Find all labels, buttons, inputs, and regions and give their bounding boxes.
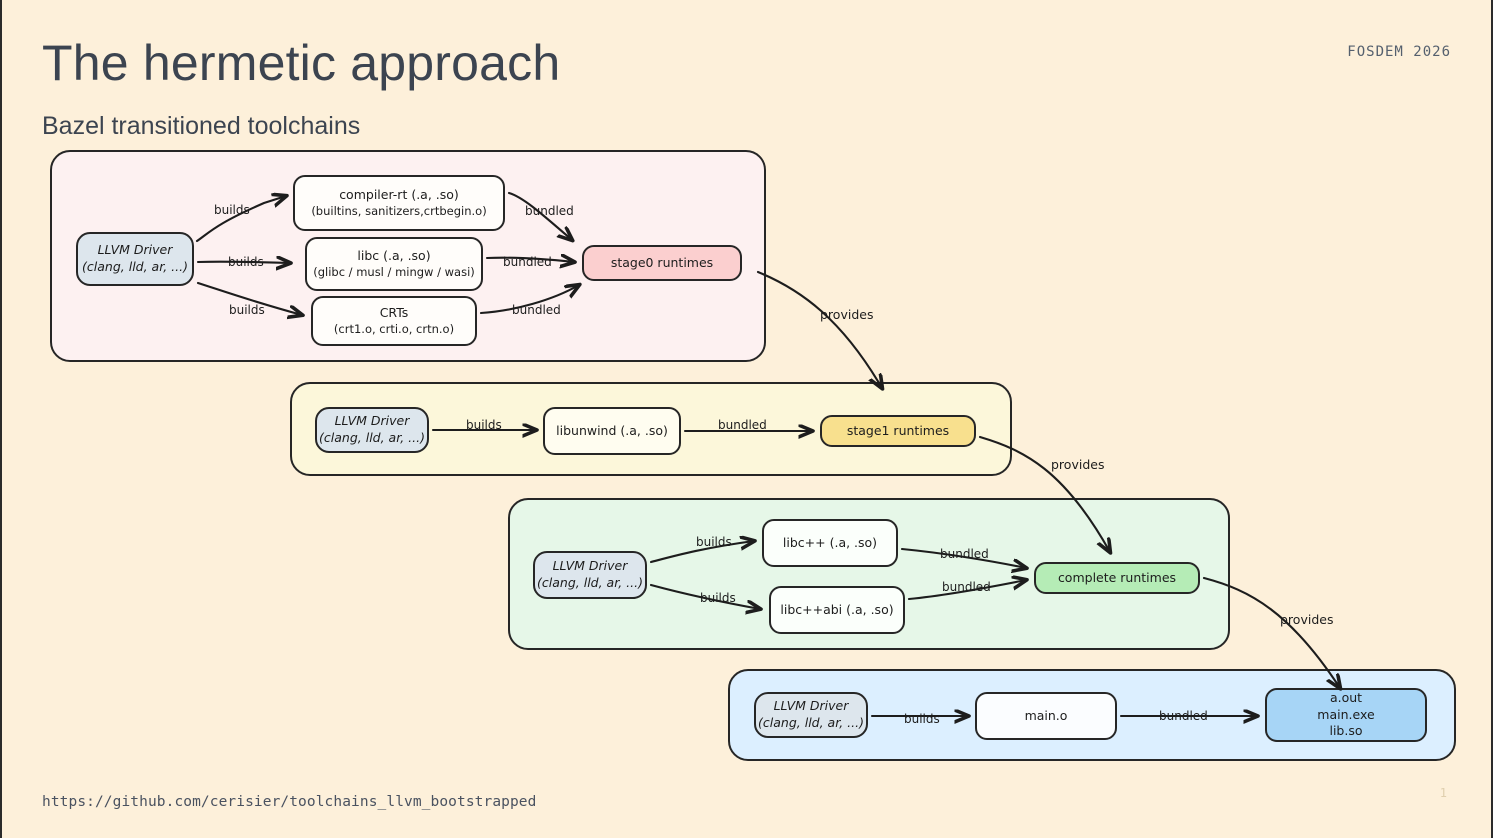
provides-label-complete-to-user: provides [1280, 612, 1334, 627]
output-label: stage0 runtimes [610, 254, 714, 270]
stage0-crts-node[interactable]: CRTs (crt1.o, crti.o, crtn.o) [311, 296, 477, 346]
stage1-runtimes-output-node[interactable]: stage1 runtimes [820, 415, 976, 447]
driver-name: LLVM Driver [97, 242, 173, 258]
complete-llvm-driver-node[interactable]: LLVM Driver (clang, lld, ar, ...) [533, 551, 647, 599]
driver-tools: (clang, lld, ar, ...) [537, 575, 643, 590]
stage0-builds-label-2: builds [228, 255, 264, 269]
stage0-compiler-rt-node[interactable]: compiler-rt (.a, .so) (builtins, sanitiz… [293, 175, 505, 231]
artifact-main-exe: main.exe [1317, 706, 1375, 722]
stage0-builds-label-1: builds [214, 203, 250, 217]
footer-url-link[interactable]: https://github.com/cerisier/toolchains_l… [42, 794, 537, 810]
user-bundled-label: bundled [1159, 709, 1208, 723]
stage1-builds-label: builds [466, 418, 502, 432]
page-number: 1 [1439, 786, 1447, 800]
output-label: stage1 runtimes [846, 422, 950, 438]
driver-tools: (clang, lld, ar, ...) [82, 259, 188, 274]
node-title: CRTs [379, 304, 409, 320]
node-title: compiler-rt (.a, .so) [339, 186, 459, 202]
driver-name: LLVM Driver [773, 698, 849, 714]
user-llvm-driver-node[interactable]: LLVM Driver (clang, lld, ar, ...) [754, 692, 868, 738]
complete-builds-label-1: builds [696, 535, 732, 549]
node-title: libc (.a, .so) [357, 247, 431, 263]
artifact-a-out: a.out [1329, 689, 1363, 705]
complete-runtimes-output-node[interactable]: complete runtimes [1034, 562, 1200, 594]
complete-libcxx-node[interactable]: libc++ (.a, .so) [762, 519, 898, 567]
stage1-llvm-driver-node[interactable]: LLVM Driver (clang, lld, ar, ...) [315, 407, 429, 453]
provides-label-stage0-to-stage1: provides [820, 307, 874, 322]
conference-label: FOSDEM 2026 [1347, 44, 1451, 60]
driver-tools: (clang, lld, ar, ...) [319, 430, 425, 445]
driver-name: LLVM Driver [334, 413, 410, 429]
arrow-provides-stage0-stage1 [756, 270, 882, 388]
node-detail: (crt1.o, crti.o, crtn.o) [333, 321, 455, 336]
page-title: The hermetic approach [42, 35, 561, 91]
stage0-libc-node[interactable]: libc (.a, .so) (glibc / musl / mingw / w… [305, 237, 483, 291]
user-builds-label: builds [904, 712, 940, 726]
stage0-builds-label-3: builds [229, 303, 265, 317]
complete-bundled-label-1: bundled [940, 547, 989, 561]
user-main-o-node[interactable]: main.o [975, 692, 1117, 740]
artifact-lib-so: lib.so [1329, 723, 1363, 739]
driver-name: LLVM Driver [552, 558, 628, 574]
stage0-bundled-label-1: bundled [525, 204, 574, 218]
node-title: libunwind (.a, .so) [556, 422, 668, 438]
complete-builds-label-2: builds [700, 591, 736, 605]
node-title: libc++ (.a, .so) [782, 534, 878, 550]
user-output-artifacts-node[interactable]: a.out main.exe lib.so [1265, 688, 1427, 742]
node-detail: (glibc / musl / mingw / wasi) [313, 264, 475, 279]
provides-label-stage1-to-complete: provides [1051, 457, 1105, 472]
output-label: complete runtimes [1057, 569, 1177, 585]
node-detail: (builtins, sanitizers,crtbegin.o) [311, 203, 487, 218]
stage1-libunwind-node[interactable]: libunwind (.a, .so) [543, 407, 681, 455]
stage1-bundled-label: bundled [718, 418, 767, 432]
complete-bundled-label-2: bundled [942, 580, 991, 594]
driver-tools: (clang, lld, ar, ...) [758, 715, 864, 730]
stage0-llvm-driver-node[interactable]: LLVM Driver (clang, lld, ar, ...) [76, 232, 194, 286]
stage0-bundled-label-2: bundled [503, 255, 552, 269]
stage0-runtimes-output-node[interactable]: stage0 runtimes [582, 245, 742, 281]
complete-libcxxabi-node[interactable]: libc++abi (.a, .so) [769, 586, 905, 634]
stage0-bundled-label-3: bundled [512, 303, 561, 317]
node-title: main.o [1024, 707, 1068, 723]
node-title: libc++abi (.a, .so) [780, 601, 894, 617]
page-subtitle: Bazel transitioned toolchains [42, 112, 361, 140]
